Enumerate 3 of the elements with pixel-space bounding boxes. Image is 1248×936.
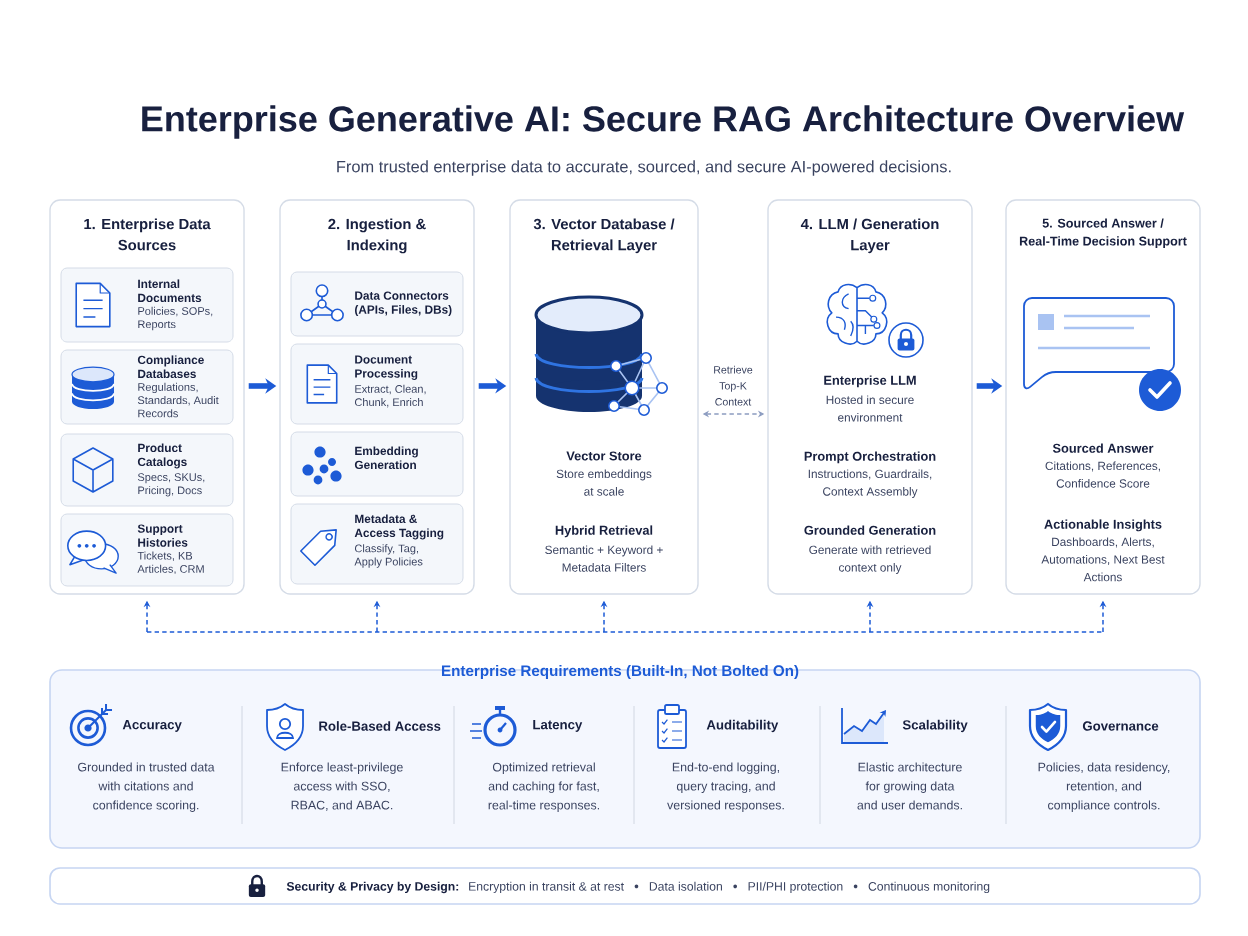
title: Enterprise Generative AI: Secure RAG Architecture Overview [142, 105, 1185, 139]
dashed-line [146, 631, 1104, 633]
subtitle: From trusted enterprise data to accurate, sourced, and secure AI-powered decisions. [337, 160, 951, 176]
